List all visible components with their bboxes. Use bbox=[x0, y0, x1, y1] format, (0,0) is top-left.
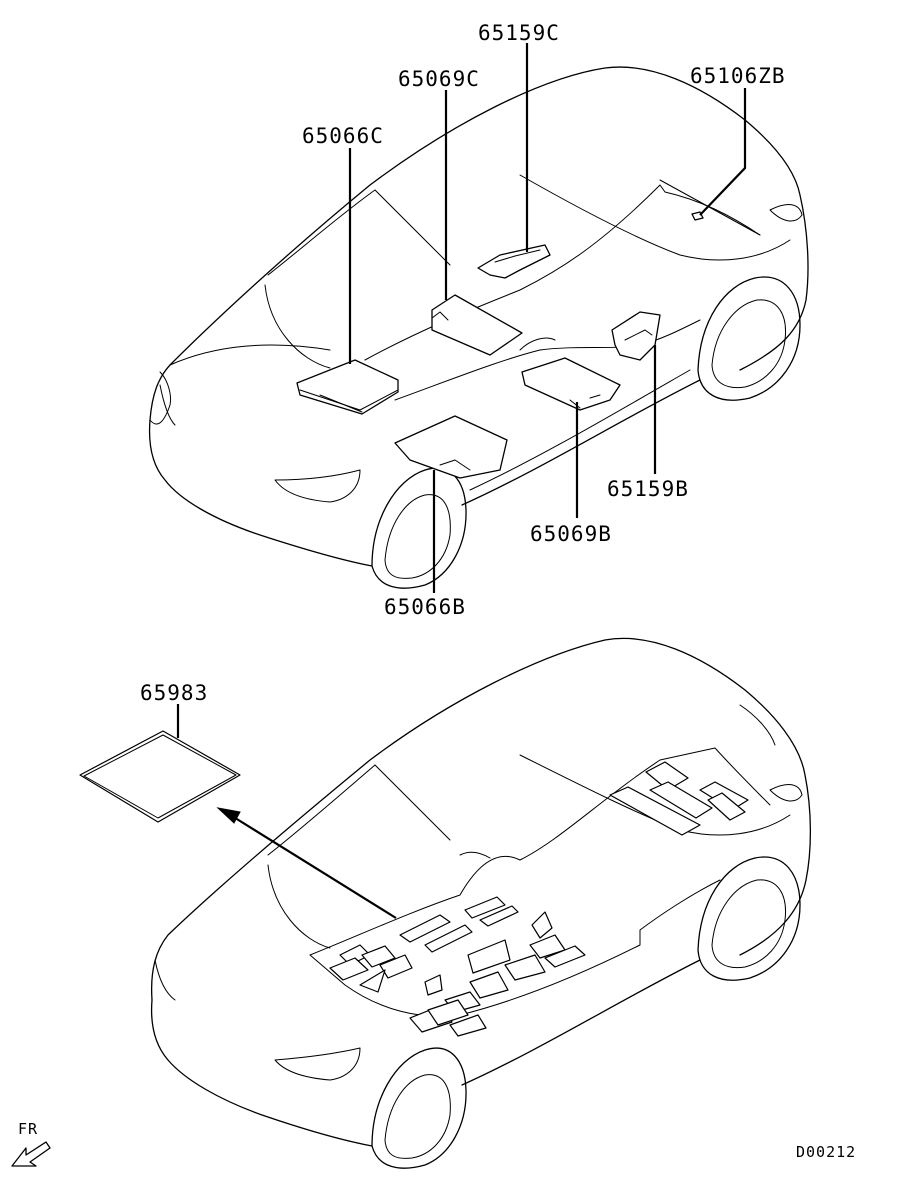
top-car-outline bbox=[148, 66, 809, 567]
part-65066C-pad bbox=[296, 359, 399, 415]
front-direction-indicator: FR bbox=[11, 1120, 51, 1167]
callout-65066B: 65066B bbox=[384, 595, 466, 619]
front-arrow-icon bbox=[11, 1141, 51, 1167]
top-leader-lines bbox=[348, 43, 747, 593]
drawing-code: D00212 bbox=[796, 1143, 856, 1161]
front-direction-label: FR bbox=[18, 1120, 38, 1138]
bottom-rear-wheel bbox=[697, 856, 801, 981]
part-65159C-bracket bbox=[477, 244, 551, 279]
part-65159B-bracket bbox=[611, 311, 661, 361]
floor-pads bbox=[329, 761, 749, 1037]
top-front-wheel bbox=[371, 467, 467, 589]
callout-65159B: 65159B bbox=[607, 477, 689, 501]
callout-65983: 65983 bbox=[140, 681, 208, 705]
callout-65069B: 65069B bbox=[530, 522, 612, 546]
location-arrow bbox=[216, 807, 397, 919]
part-65069C-pad bbox=[431, 294, 523, 356]
callout-65106ZB: 65106ZB bbox=[690, 64, 786, 88]
callout-65159C: 65159C bbox=[478, 21, 560, 45]
callout-65069C: 65069C bbox=[398, 67, 480, 91]
top-rear-wheel bbox=[697, 276, 801, 401]
part-65983-pad bbox=[79, 730, 241, 823]
part-65066B-pad bbox=[394, 415, 508, 479]
part-65069B-pad bbox=[521, 357, 621, 411]
bottom-car-outline bbox=[150, 637, 812, 1147]
bottom-floor-outline bbox=[309, 747, 771, 1017]
bottom-front-wheel bbox=[371, 1047, 467, 1169]
callout-65066C: 65066C bbox=[302, 124, 384, 148]
